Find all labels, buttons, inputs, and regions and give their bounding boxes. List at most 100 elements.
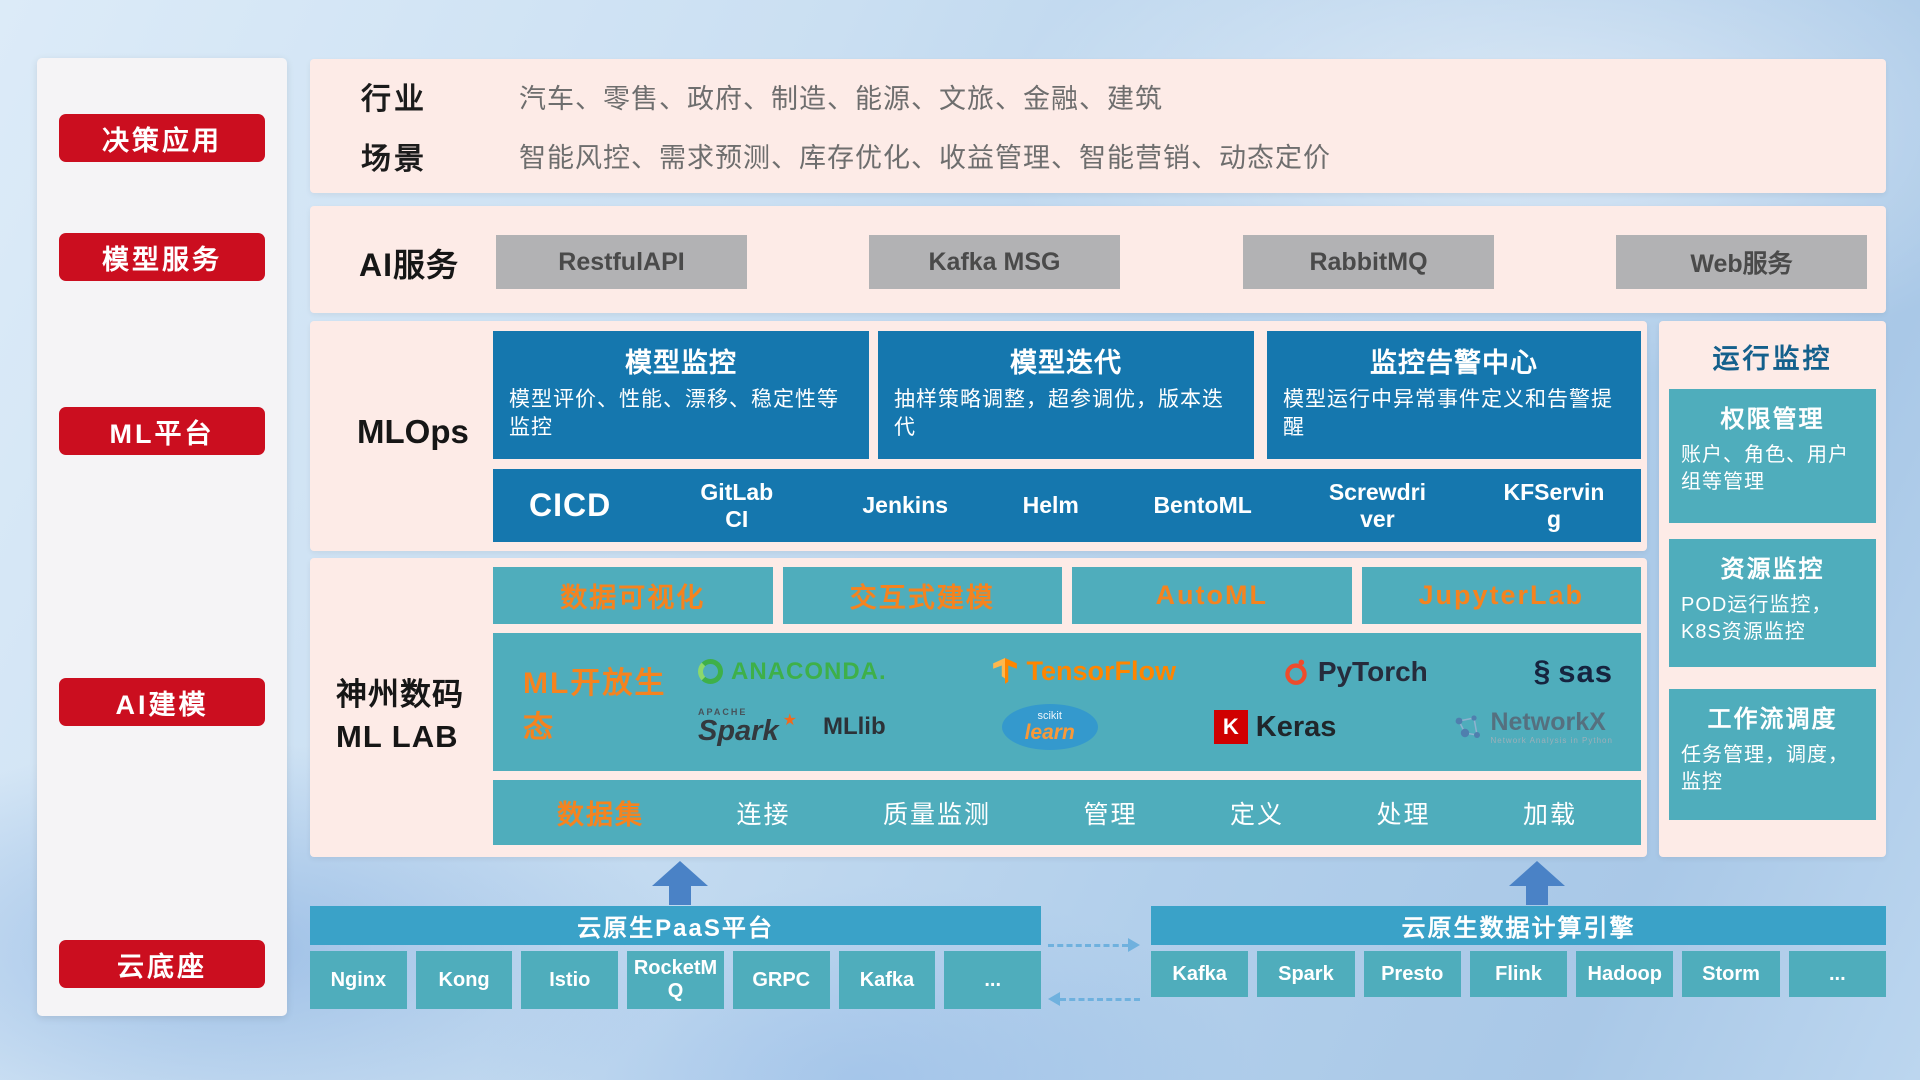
- service-restfulapi: RestfulAPI: [496, 235, 747, 289]
- anaconda-icon: [698, 659, 723, 685]
- tool-data-visualization: 数据可视化: [493, 567, 773, 624]
- sidebar-item-cloud-base: 云底座: [59, 940, 265, 988]
- cicd-tool-jenkins: Jenkins: [862, 492, 949, 519]
- keras-logo: K Keras: [1213, 710, 1337, 745]
- sidebar-item-ml-platform: ML平台: [59, 407, 265, 455]
- run-monitor-title: 运行监控: [1712, 344, 1833, 374]
- scenario-label: 场景: [361, 142, 427, 176]
- cicd-bar: CICD GitLab CI Jenkins Helm BentoML Scre…: [493, 469, 1641, 542]
- ai-service-panel: AI服务 RestfulAPI Kafka MSG RabbitMQ Web服务: [310, 206, 1886, 313]
- tool-interactive-modeling: 交互式建模: [782, 567, 1062, 624]
- card-model-monitoring: 模型监控 模型评价、性能、漂移、稳定性等监控: [493, 331, 869, 459]
- card-title: 工作流调度: [1707, 706, 1838, 733]
- ecosystem-label: ML开放生态: [523, 667, 667, 744]
- card-title: 监控告警中心: [1370, 348, 1538, 378]
- run-monitor-panel: 运行监控 权限管理 账户、角色、用户组等管理 资源监控 POD运行监控，K8S资…: [1659, 321, 1886, 857]
- card-alert-center: 监控告警中心 模型运行中异常事件定义和告警提醒: [1267, 331, 1641, 459]
- paas-item-kong: Kong: [415, 951, 513, 1009]
- engine-item-more: ...: [1788, 951, 1886, 997]
- paas-item-more: ...: [944, 951, 1042, 1009]
- card-workflow-scheduling: 工作流调度 任务管理，调度，监控: [1669, 689, 1876, 820]
- industry-list: 汽车、零售、政府、制造、能源、文旅、金融、建筑: [519, 83, 1163, 114]
- card-desc: POD运行监控，K8S资源监控: [1681, 594, 1833, 643]
- cicd-tool-helm: Helm: [1022, 492, 1079, 519]
- scikit-learn-logo: scikit learn: [1001, 704, 1098, 751]
- mllab-panel: 神州数码 ML LAB 数据可视化 交互式建模 AutoML JupyterLa…: [310, 558, 1647, 857]
- keras-text: Keras: [1255, 710, 1337, 743]
- dataset-item-load: 加载: [1522, 800, 1577, 829]
- card-desc: 任务管理，调度，监控: [1681, 744, 1849, 793]
- card-title: 资源监控: [1720, 556, 1825, 583]
- paas-item-grpc: GRPC: [732, 951, 830, 1009]
- paas-item-kafka: Kafka: [838, 951, 936, 1009]
- keras-icon: K: [1213, 710, 1248, 745]
- mllab-label-line1: 神州数码: [336, 677, 464, 712]
- logo-row-1: ANACONDA. TensorFlow: [698, 654, 1613, 690]
- mllab-label-line2: ML LAB: [336, 719, 459, 754]
- spark-stack: APACHE Spark: [698, 708, 779, 746]
- sidebar-item-model-service: 模型服务: [59, 233, 265, 281]
- card-permission-management: 权限管理 账户、角色、用户组等管理: [1669, 389, 1876, 523]
- paas-item-istio: Istio: [521, 951, 619, 1009]
- data-engine-header: 云原生数据计算引擎: [1151, 906, 1886, 945]
- engine-item-flink: Flink: [1469, 951, 1568, 997]
- networkx-logo: NetworkX Network Analysis in Python: [1452, 709, 1613, 745]
- paas-platform-header: 云原生PaaS平台: [310, 906, 1041, 945]
- dataset-row: 数据集 连接 质量监测 管理 定义 处理 加载: [493, 780, 1641, 845]
- tool-jupyterlab: JupyterLab: [1361, 567, 1641, 624]
- engine-item-spark: Spark: [1257, 951, 1355, 997]
- apache-text: APACHE: [698, 707, 748, 718]
- cicd-label: CICD: [529, 487, 612, 523]
- ai-service-label: AI服务: [359, 247, 460, 283]
- dashed-arrow-left-icon: [1048, 992, 1140, 1006]
- left-sidebar: 决策应用 模型服务 ML平台 AI建模 云底座: [37, 58, 287, 1016]
- dataset-item-manage: 管理: [1083, 800, 1138, 829]
- cicd-tool-kfserving: KFServing: [1503, 479, 1605, 532]
- industry-scenario-panel: 行业 汽车、零售、政府、制造、能源、文旅、金融、建筑 场景 智能风控、需求预测、…: [310, 59, 1886, 193]
- mlops-label: MLOps: [357, 413, 469, 450]
- tensorflow-text: TensorFlow: [1026, 656, 1176, 687]
- networkx-text: NetworkX: [1490, 708, 1606, 737]
- pytorch-icon: [1285, 659, 1307, 685]
- dashed-arrow-right-icon: [1048, 938, 1140, 952]
- scenario-list: 智能风控、需求预测、库存优化、收益管理、智能营销、动态定价: [519, 143, 1331, 174]
- card-title: 模型监控: [625, 348, 737, 378]
- card-desc: 模型评价、性能、漂移、稳定性等监控: [509, 388, 839, 440]
- dataset-item-define: 定义: [1229, 800, 1284, 829]
- networkx-subtitle: Network Analysis in Python: [1490, 735, 1613, 745]
- logo-row-2: APACHE Spark ★ MLlib scikit learn K: [698, 704, 1613, 751]
- engine-item-storm: Storm: [1682, 951, 1780, 997]
- arrow-up-icon: [652, 861, 708, 905]
- mllib-text: MLlib: [822, 713, 886, 741]
- arrow-up-icon: [1509, 861, 1565, 905]
- paas-item-nginx: Nginx: [310, 951, 407, 1009]
- networkx-icon: [1456, 715, 1481, 739]
- sas-icon: §: [1533, 654, 1551, 688]
- anaconda-text: ANACONDA.: [731, 657, 887, 685]
- ml-ecosystem-box: ML开放生态 ANACONDA. TensorFlow: [493, 633, 1641, 771]
- scikit-main-text: learn: [1024, 721, 1075, 745]
- pytorch-text: PyTorch: [1317, 655, 1428, 687]
- sidebar-item-decision-app: 决策应用: [59, 114, 265, 162]
- tensorflow-icon: [993, 657, 1018, 684]
- card-model-iteration: 模型迭代 抽样策略调整，超参调优，版本迭代: [878, 331, 1254, 459]
- cicd-tool-screwdriver: Screwdriver: [1328, 479, 1426, 532]
- networkx-stack: NetworkX Network Analysis in Python: [1490, 709, 1613, 745]
- industry-label: 行业: [361, 83, 427, 117]
- card-desc: 模型运行中异常事件定义和告警提醒: [1283, 388, 1613, 440]
- tensorflow-logo: TensorFlow: [992, 656, 1176, 687]
- anaconda-logo: ANACONDA.: [698, 658, 887, 686]
- card-desc: 账户、角色、用户组等管理: [1681, 444, 1849, 493]
- mllab-top-tools: 数据可视化 交互式建模 AutoML JupyterLab: [493, 567, 1641, 624]
- dataset-label: 数据集: [557, 800, 644, 830]
- card-title: 模型迭代: [1010, 348, 1122, 378]
- scikit-top-text: scikit: [1037, 710, 1062, 723]
- dataset-item-connect: 连接: [736, 800, 791, 829]
- engine-items-row: Kafka Spark Presto Flink Hadoop Storm ..…: [1151, 951, 1886, 997]
- engine-item-kafka: Kafka: [1151, 951, 1249, 997]
- mlops-panel: MLOps 模型监控 模型评价、性能、漂移、稳定性等监控 模型迭代 抽样策略调整…: [310, 321, 1647, 551]
- sas-text: sas: [1558, 653, 1613, 689]
- spark-text: Spark: [698, 715, 779, 748]
- industry-row: 行业 汽车、零售、政府、制造、能源、文旅、金融、建筑: [361, 74, 1886, 118]
